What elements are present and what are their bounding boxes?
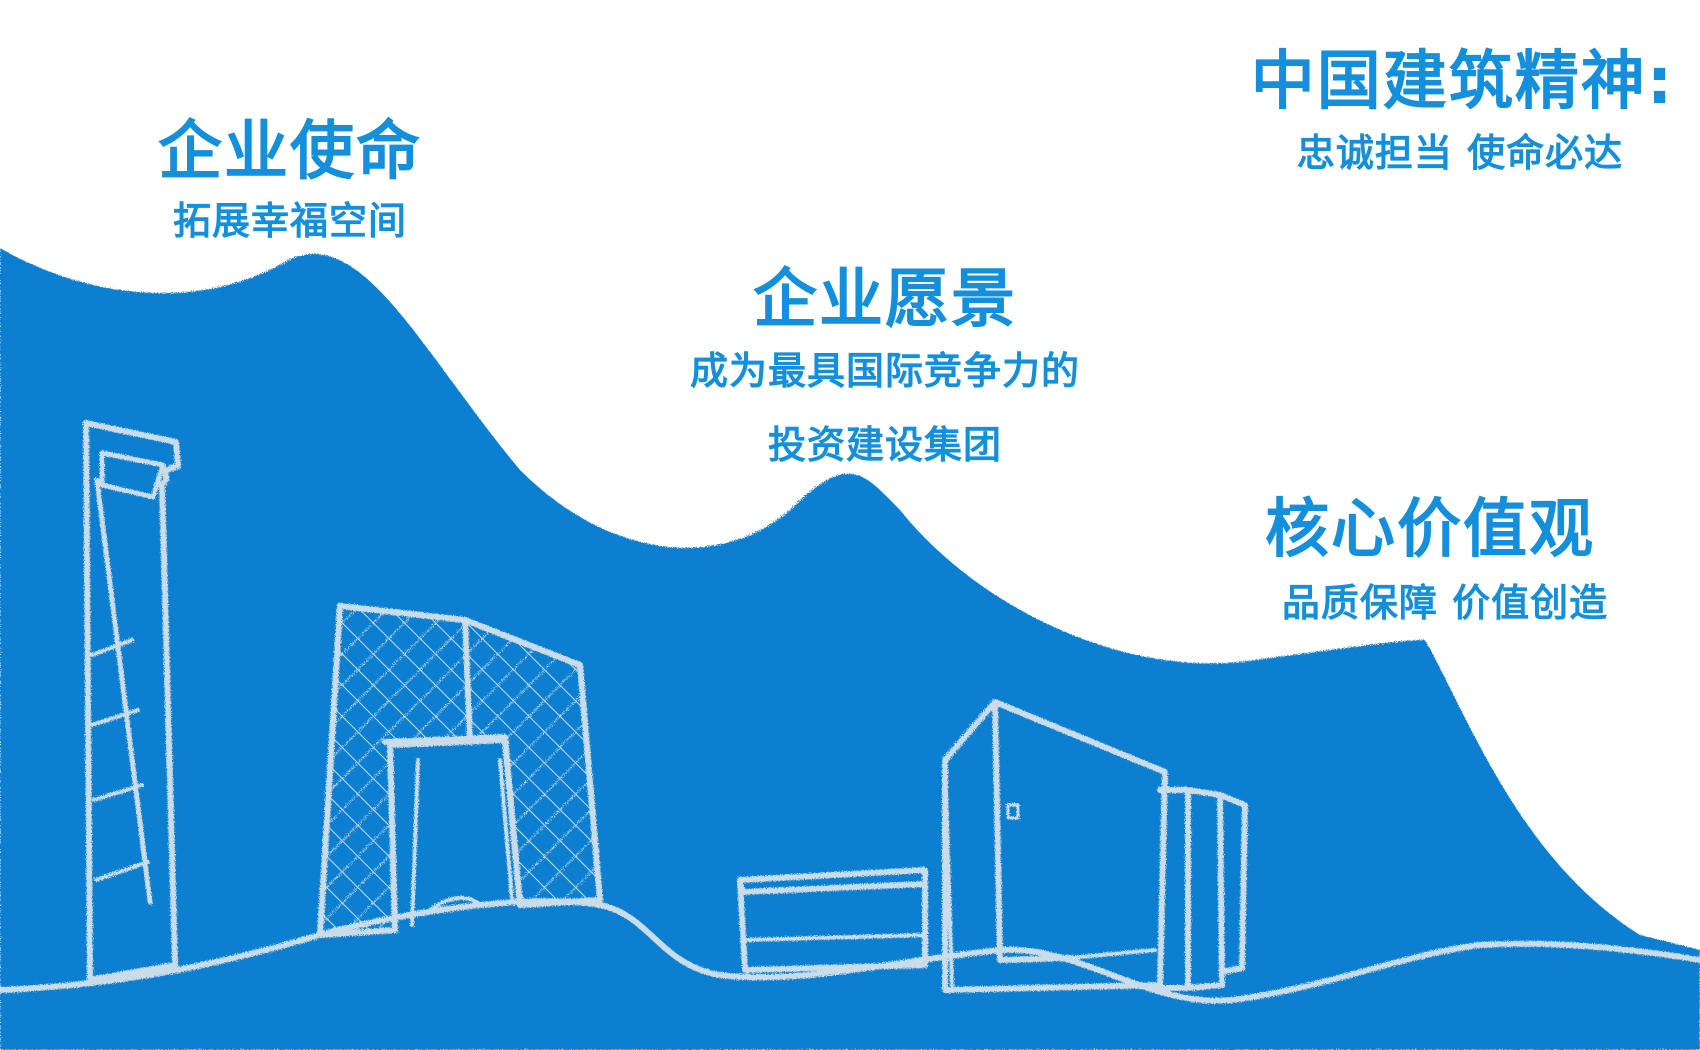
mission-text: 拓展幸福空间	[172, 199, 407, 243]
cctv-building-icon	[317, 603, 603, 938]
blue-hill-shape	[0, 248, 1700, 1050]
vision-title: 企业愿景	[753, 263, 1017, 337]
vision-line-2: 投资建设集团	[767, 423, 1002, 467]
spirit-title: 中国建筑精神:	[1250, 45, 1675, 119]
mission-title: 企业使命	[158, 115, 422, 189]
values-text: 品质保障 价值创造	[1281, 581, 1609, 625]
vision-line-1: 成为最具国际竞争力的	[689, 349, 1080, 393]
office-block-icon	[942, 699, 1248, 993]
spirit-text: 忠诚担当 使命必达	[1296, 131, 1624, 175]
values-title: 核心价值观	[1265, 493, 1595, 567]
low-building-icon	[737, 867, 928, 973]
tower-icon	[83, 420, 181, 983]
